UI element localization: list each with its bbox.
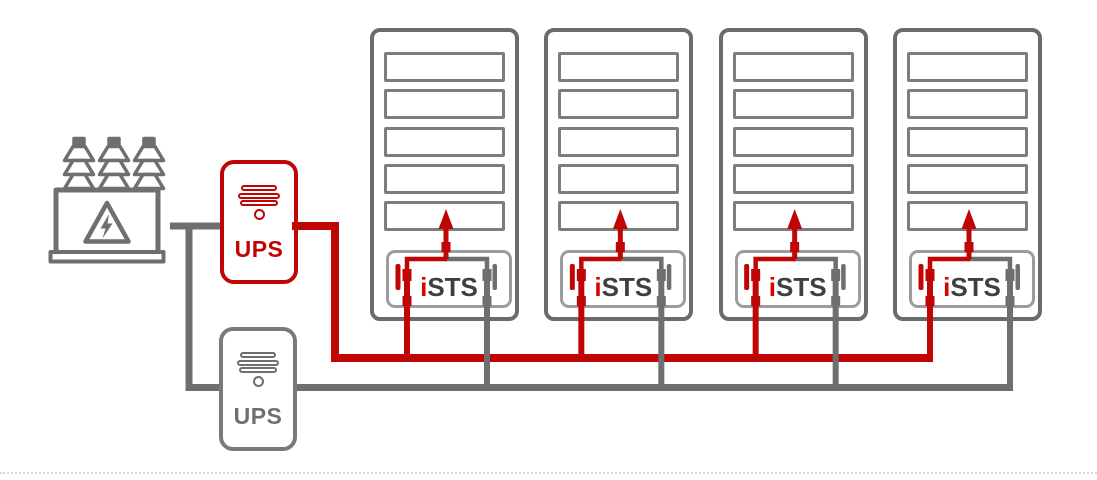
rack-shelf <box>732 126 854 157</box>
sts-label-prefix: i <box>594 272 602 302</box>
rack-shelf <box>732 89 854 120</box>
rack-shelf <box>558 163 680 194</box>
rack-shelf <box>558 89 680 120</box>
sts-label-rest: STS <box>601 272 653 302</box>
rack-shelf <box>384 163 505 194</box>
sts-label-prefix: i <box>768 272 776 302</box>
sts-enclosure: iSTS <box>560 250 687 308</box>
rack-shelf <box>384 201 505 232</box>
rack-shelf <box>906 163 1028 194</box>
ups-status-led-icon <box>253 209 265 220</box>
transformer-base <box>48 250 166 264</box>
rack-shelf <box>384 89 505 120</box>
sts-label-rest: STS <box>950 272 1001 302</box>
lightning-bolt-icon <box>100 214 113 239</box>
rack-shelf <box>558 52 680 82</box>
server-rack-2: iSTS <box>544 28 694 321</box>
rack-shelf <box>558 201 680 232</box>
sts-label: iSTS <box>389 272 509 303</box>
ups-vents-icon <box>223 352 293 373</box>
rack-shelf <box>384 52 505 82</box>
server-rack-1: iSTS <box>370 28 519 321</box>
sts-label: iSTS <box>912 272 1032 303</box>
sts-label-rest: STS <box>775 272 827 302</box>
rack-shelf <box>732 163 854 194</box>
rack-shelf <box>732 52 854 82</box>
high-voltage-transformer-icon <box>45 135 170 265</box>
rack-shelf <box>732 201 854 232</box>
rack-shelf <box>906 126 1028 157</box>
rack-shelf <box>906 52 1028 82</box>
ups-reserve-label: UPS <box>233 403 283 429</box>
server-rack-4: iSTS <box>892 28 1042 321</box>
server-rack-3: iSTS <box>718 28 868 321</box>
ups-vents-icon <box>224 185 294 206</box>
transformer-insulators <box>62 136 166 191</box>
page-separator-line <box>0 472 1097 474</box>
rack-shelf <box>384 126 505 157</box>
sts-enclosure: iSTS <box>908 250 1035 308</box>
sts-label-rest: STS <box>427 272 478 302</box>
ups-primary-label: UPS <box>234 236 284 262</box>
ups-reserve-box: UPS <box>219 327 297 451</box>
sts-enclosure: iSTS <box>386 250 512 308</box>
sts-label: iSTS <box>563 272 683 303</box>
ups-status-led-icon <box>252 376 264 387</box>
rack-shelf <box>906 201 1028 232</box>
rack-shelf <box>558 126 680 157</box>
sts-enclosure: iSTS <box>734 250 861 308</box>
sts-label: iSTS <box>738 272 858 303</box>
rack-shelf <box>906 89 1028 120</box>
ups-primary-box: UPS <box>220 160 298 284</box>
